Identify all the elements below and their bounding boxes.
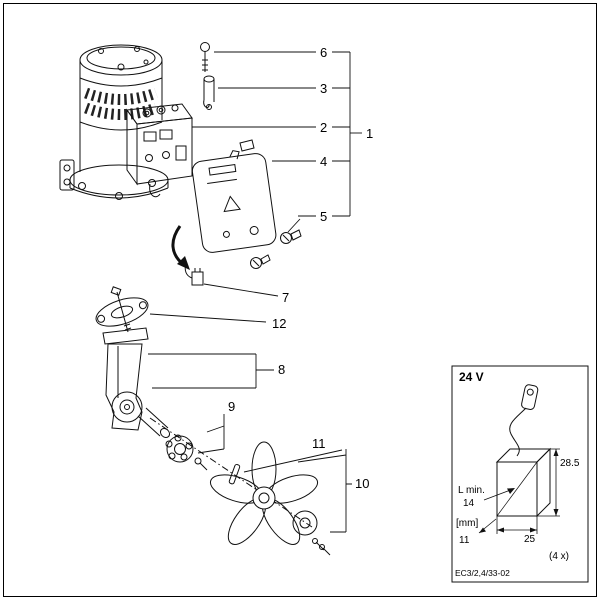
- spring-part3-drawing: [203, 75, 215, 110]
- inset-box-drawing: [451, 365, 589, 583]
- direction-arrow-drawing: [171, 225, 190, 270]
- inset-unit-label: [mm]: [456, 518, 479, 529]
- callout-1: 1: [366, 126, 374, 141]
- drive-leg-part8-drawing: [102, 327, 171, 439]
- cover-plate-part4-drawing: [191, 150, 277, 253]
- solenoid-block-drawing: [126, 103, 193, 198]
- motor-body-drawing: [59, 44, 169, 200]
- bolt-part6-drawing: [200, 42, 210, 72]
- callout-6: 6: [320, 45, 328, 60]
- shaft-key-part11-drawing: [228, 463, 241, 485]
- inset-depth-dim: 11: [459, 535, 470, 546]
- inset-quantity: (4 x): [549, 551, 569, 562]
- callout-5: 5: [320, 209, 328, 224]
- inset-height-dim: 28.5: [560, 458, 580, 469]
- inset-lmin-label: L min.: [458, 485, 485, 496]
- leader-lines: [148, 51, 362, 533]
- connector-part7-drawing: [184, 263, 204, 286]
- inset-lmin-value: 14: [463, 498, 475, 509]
- inset-voltage-label: 24 V: [459, 370, 484, 384]
- coupling-part9-drawing: [165, 434, 208, 471]
- inset-part-code: EC3/2,4/33-02: [455, 568, 510, 578]
- callout-10: 10: [355, 476, 370, 491]
- callout-3: 3: [320, 81, 328, 96]
- callout-7: 7: [282, 290, 290, 305]
- callout-9: 9: [228, 399, 236, 414]
- cover-clip-drawing: [239, 139, 255, 152]
- fan-part10-drawing: [209, 441, 331, 556]
- callout-4: 4: [320, 154, 328, 169]
- callout-12: 12: [272, 316, 287, 331]
- callout-2: 2: [320, 120, 328, 135]
- callout-8: 8: [278, 362, 286, 377]
- inset-width-dim: 25: [524, 534, 536, 545]
- gasket-part12-drawing: [95, 286, 149, 333]
- screws-part5-drawing: [250, 229, 302, 269]
- callout-11: 11: [312, 436, 326, 451]
